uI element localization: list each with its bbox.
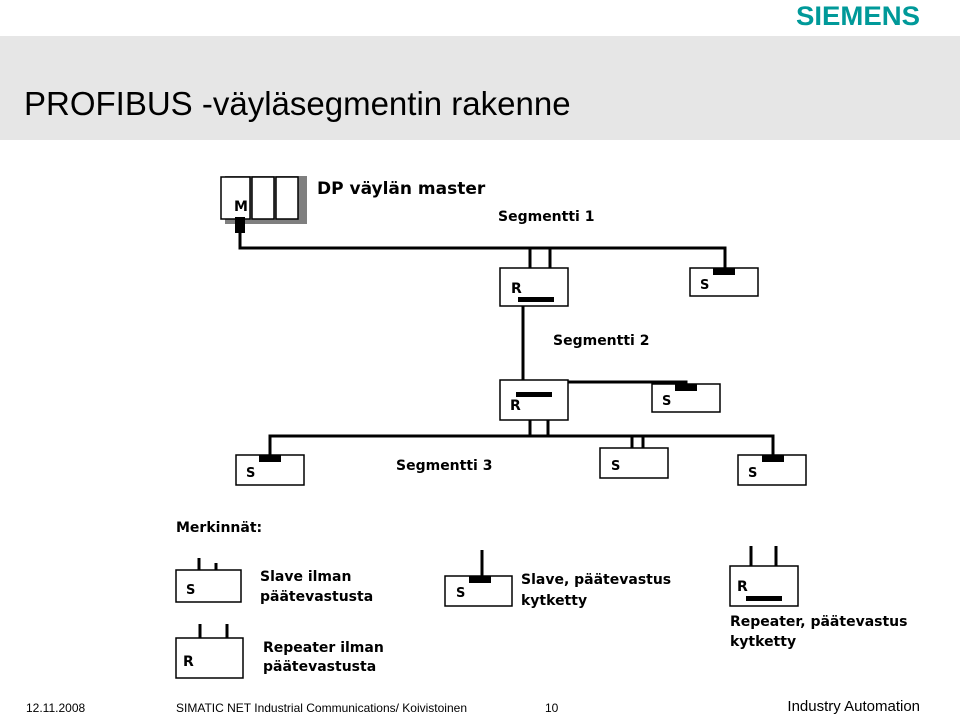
segment-2-label: Segmentti 2 [553,333,649,349]
title-band [0,36,960,140]
legend-repeater-term-line2: kytketty [730,634,796,650]
master-letter: M [234,199,248,215]
siemens-logo: SIEMENS [796,2,920,28]
repeater-2-letter: R [510,398,521,414]
slave-letter-s1: S [700,278,709,293]
legend-slave-with-termination: S [444,575,513,607]
dp-master-module: M [220,176,307,233]
legend-repeater-letter-1: R [183,654,194,670]
legend-repeater-no-term-line1: Repeater ilman [263,640,384,656]
segment-3-label: Segmentti 3 [396,458,492,474]
legend-repeater-term-line1: Repeater, päätevastus [730,614,907,630]
repeater-1: R [499,267,569,307]
legend-repeater-letter-2: R [737,579,748,595]
legend-slave-term-line1: Slave, päätevastus [521,572,671,588]
footer-course: SIMATIC NET Industrial Communications/ K… [176,701,467,715]
slave-segment-3-a: S [235,454,305,486]
slave-segment-2: S [651,383,721,413]
repeater-2: R [499,379,569,421]
slave-letter-s3b: S [611,459,620,474]
legend-repeater-no-term-line2: päätevastusta [263,659,376,675]
slave-segment-1: S [689,267,759,297]
slave-letter-s2: S [662,394,671,409]
siemens-logo-text: SIEMENS [796,2,920,28]
page-title: PROFIBUS -väyläsegmentin rakenne [24,85,571,122]
footer-page-number: 10 [545,701,559,715]
slave-letter-s3a: S [246,466,255,481]
footer-organization: Industry Automation [787,698,920,715]
footer-date: 12.11.2008 [26,701,86,715]
legend-slave-letter-1: S [186,583,195,598]
legend-slave-letter-2: S [456,586,465,601]
legend-slave-no-termination: S [175,569,242,603]
slave-segment-3-c: S [737,454,807,486]
legend-slave-no-term-line2: päätevastusta [260,589,373,605]
slave-letter-s3c: S [748,466,757,481]
slave-segment-3-b: S [599,447,669,479]
legend-repeater-no-termination: R [175,637,244,679]
master-label: DP väylän master [317,179,486,199]
legend-slave-term-line2: kytketty [521,593,587,609]
legend-title: Merkinnät: [176,520,262,536]
legend-repeater-with-termination: R [729,565,799,607]
legend-slave-no-term-line1: Slave ilman [260,569,351,585]
segment-1-label: Segmentti 1 [498,209,594,225]
repeater-1-letter: R [511,281,522,297]
